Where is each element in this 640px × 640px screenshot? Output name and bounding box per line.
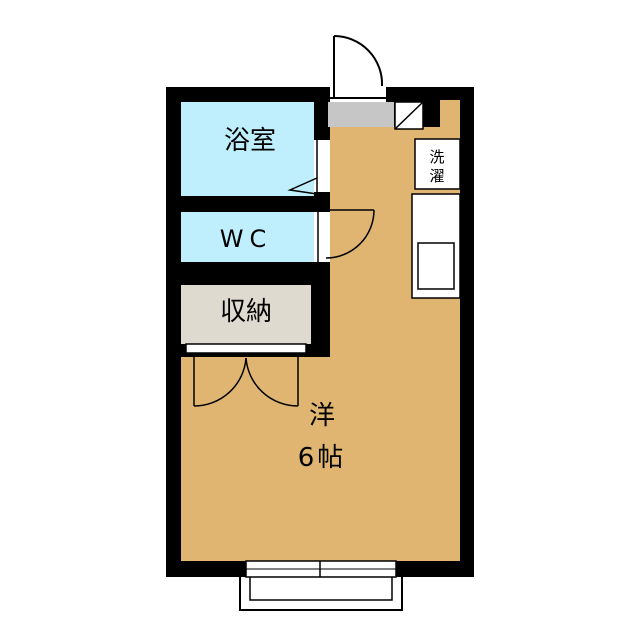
entrance-floor bbox=[328, 102, 394, 127]
washer-label-line2: 濯 bbox=[429, 167, 444, 185]
front-door-gap bbox=[330, 84, 386, 102]
washer-space bbox=[414, 138, 461, 190]
bath-door-fold bbox=[287, 177, 318, 195]
wc-door-arc bbox=[325, 209, 375, 259]
balcony-inner bbox=[249, 577, 393, 601]
wc-door-gap bbox=[314, 212, 330, 262]
bath-door-gap bbox=[314, 140, 330, 192]
storage-door-track bbox=[185, 343, 307, 354]
western-room-label-line1: 洋 bbox=[309, 401, 335, 431]
storage-door-right-arc bbox=[245, 357, 299, 407]
storage-door-left-arc bbox=[193, 357, 247, 407]
bathroom bbox=[181, 102, 314, 196]
storage-room bbox=[181, 285, 311, 344]
front-door-arc bbox=[333, 34, 384, 87]
western-room-floor bbox=[181, 100, 460, 561]
storage-label: 収納 bbox=[220, 297, 272, 327]
balcony-outline bbox=[239, 577, 403, 611]
bath-label: 浴室 bbox=[224, 126, 276, 156]
shoe-cabinet-diagonal bbox=[394, 101, 424, 130]
kitchen-sink bbox=[417, 242, 455, 290]
western-room-label-line2: 6帖 bbox=[298, 443, 347, 473]
toilet-room bbox=[181, 212, 314, 262]
washer-label-line1: 洗 bbox=[429, 148, 444, 166]
wc-label: WC bbox=[220, 225, 273, 253]
